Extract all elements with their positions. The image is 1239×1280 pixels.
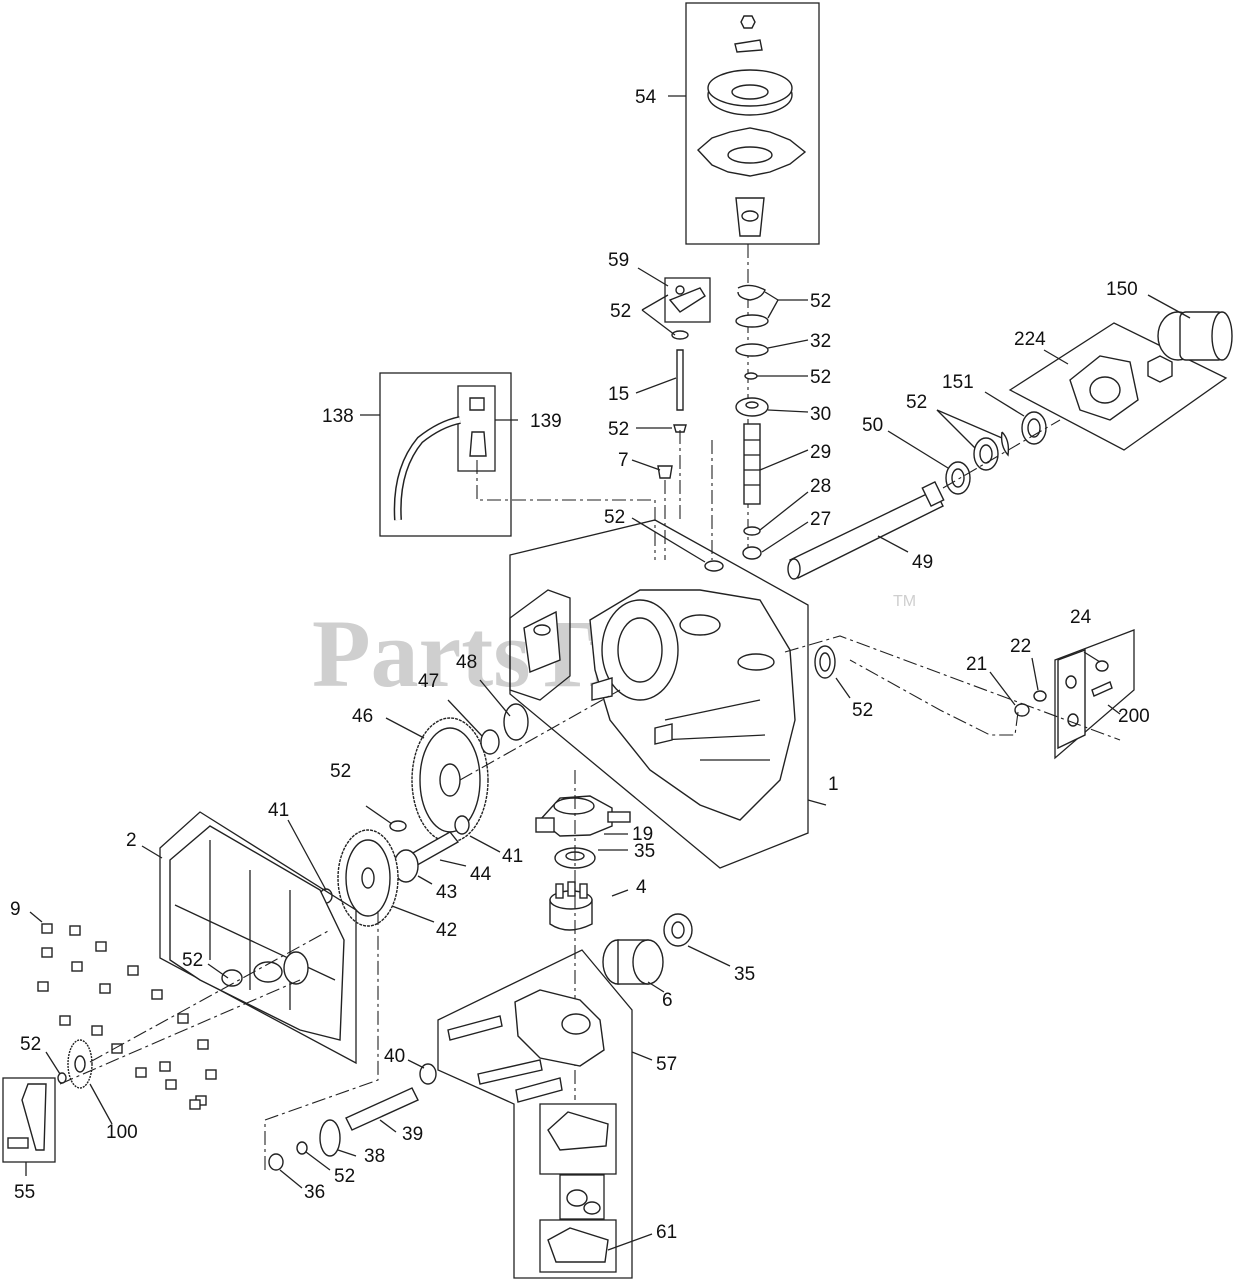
idler-gears (319, 815, 470, 927)
bracket-59 (657, 277, 724, 572)
callout-29: 29 (810, 442, 831, 463)
callout-100: 100 (106, 1122, 138, 1143)
callout-40: 40 (384, 1046, 405, 1067)
callout-27: 27 (810, 509, 831, 530)
callout-4: 4 (636, 877, 647, 898)
callout-22: 22 (1010, 636, 1031, 657)
callout-2: 2 (126, 830, 137, 851)
callout-19: 19 (632, 824, 653, 845)
callout-43: 43 (436, 882, 457, 903)
end-cover-2 (159, 811, 357, 1065)
callout-224: 224 (1014, 329, 1046, 350)
callout-1: 1 (828, 774, 839, 795)
motor-6 (602, 913, 693, 985)
pulley-fan-assembly-54 (668, 2, 820, 245)
callout-52: 52 (906, 392, 927, 413)
axle-assembly (787, 294, 1233, 580)
callout-151: 151 (942, 372, 974, 393)
callout-21: 21 (966, 654, 987, 675)
callout-32: 32 (810, 331, 831, 352)
callout-labels: 54 59 52 52 32 52 30 15 52 29 7 28 27 52… (10, 87, 1150, 1243)
callout-52: 52 (182, 950, 203, 971)
callout-200: 200 (1118, 706, 1150, 727)
bolts-9 (37, 923, 217, 1110)
callout-46: 46 (352, 706, 373, 727)
callout-52: 52 (334, 1166, 355, 1187)
callout-52: 52 (608, 419, 629, 440)
gear-100 (57, 1039, 93, 1089)
callout-44: 44 (470, 864, 492, 885)
center-section-57 (437, 949, 653, 1279)
callout-59: 59 (608, 250, 629, 271)
callout-38: 38 (364, 1146, 385, 1167)
callout-55: 55 (14, 1182, 35, 1203)
callout-52: 52 (810, 367, 831, 388)
callout-15: 15 (608, 384, 629, 405)
callout-36: 36 (304, 1182, 325, 1203)
callout-138: 138 (322, 406, 354, 427)
callout-47: 47 (418, 671, 439, 692)
watermark-tm: TM (893, 593, 916, 610)
gear-46 (389, 703, 529, 843)
bracket-200 (1014, 629, 1135, 760)
oil-tube-kit-138 (360, 372, 518, 537)
callout-6: 6 (662, 990, 673, 1011)
cylinder-block-4 (549, 881, 593, 931)
callout-48: 48 (456, 652, 477, 673)
callout-52: 52 (852, 700, 873, 721)
callout-139: 139 (530, 411, 562, 432)
callout-52: 52 (330, 761, 351, 782)
callout-52: 52 (610, 301, 631, 322)
callout-41: 41 (268, 800, 289, 821)
callout-57: 57 (656, 1054, 677, 1075)
callout-54: 54 (635, 87, 657, 108)
callout-9: 9 (10, 899, 21, 920)
callout-28: 28 (810, 476, 831, 497)
callout-42: 42 (436, 920, 457, 941)
trunnion-19 (535, 795, 631, 837)
callout-41: 41 (502, 846, 523, 867)
callout-30: 30 (810, 404, 831, 425)
callout-24: 24 (1070, 607, 1092, 628)
housing-1 (509, 519, 827, 869)
output-shaft (268, 1063, 437, 1171)
callout-35: 35 (634, 841, 655, 862)
callout-50: 50 (862, 415, 883, 436)
lever-55 (2, 1077, 56, 1176)
callout-61: 61 (656, 1222, 677, 1243)
callout-35: 35 (734, 964, 755, 985)
callout-52: 52 (810, 291, 831, 312)
input-shaft-stack (735, 284, 769, 560)
callout-7: 7 (618, 450, 629, 471)
leader-lines (29, 267, 1101, 1251)
callout-52: 52 (20, 1034, 41, 1055)
callout-49: 49 (912, 552, 933, 573)
callout-39: 39 (402, 1124, 423, 1145)
callout-52: 52 (604, 507, 625, 528)
callout-150: 150 (1106, 279, 1138, 300)
